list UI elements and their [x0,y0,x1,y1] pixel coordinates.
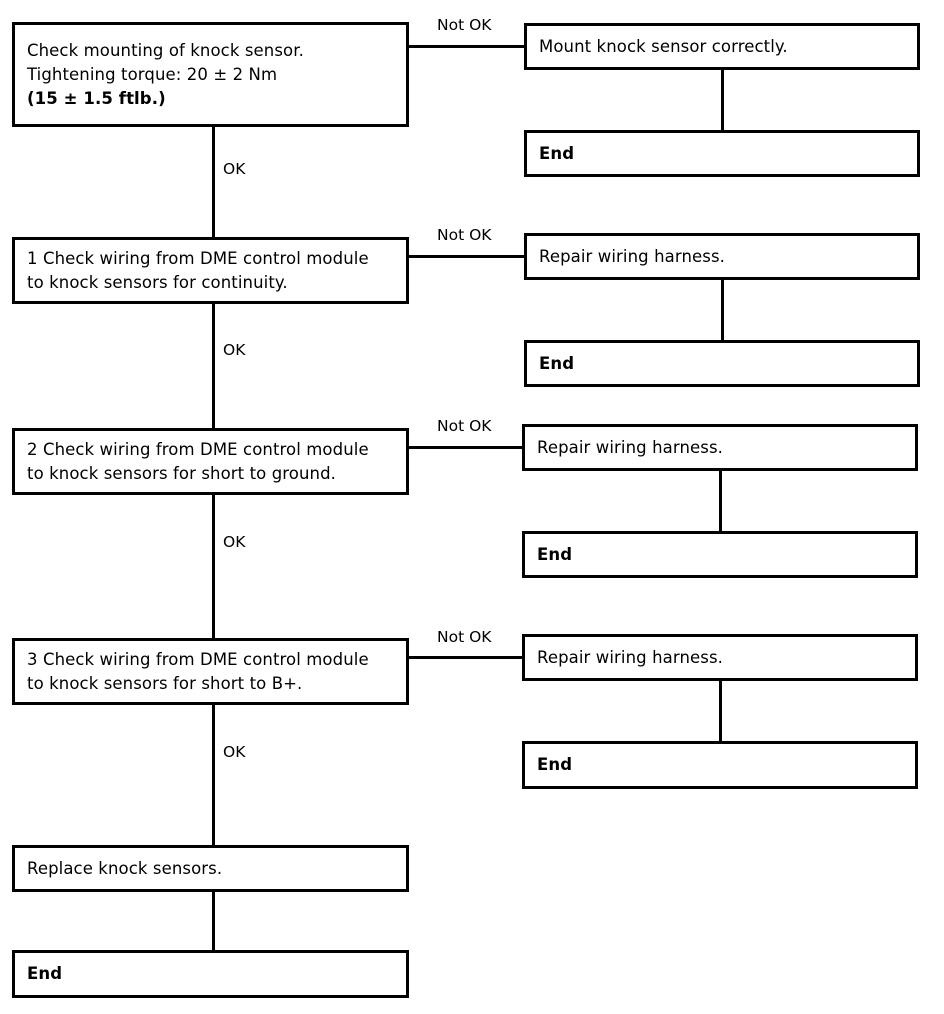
end-box-1[interactable]: End [524,130,920,177]
action-box-mount-sensor[interactable]: Mount knock sensor correctly. [524,23,920,70]
edge-label-ok-2: OK [223,341,246,359]
step-box-check-short-ground[interactable]: 2 Check wiring from DME control module t… [12,428,409,495]
end-box-2[interactable]: End [524,340,920,387]
edge-label-not-ok-2: Not OK [437,226,492,244]
step-box-check-continuity[interactable]: 1 Check wiring from DME control module t… [12,237,409,304]
edge-label-ok-3: OK [223,533,246,551]
step-text-line: Tightening torque: 20 ± 2 Nm [27,63,394,87]
step-text-line: to knock sensors for short to B+. [27,673,303,693]
edge-label-ok-1: OK [223,160,246,178]
action-text: Repair wiring harness. [539,246,726,266]
end-box-4[interactable]: End [522,741,918,789]
end-box-final[interactable]: End [12,950,409,998]
connector-to-end-4 [719,681,722,741]
connector-not-ok-3 [409,446,524,449]
step-text-line: Check mounting of knock sensor. [27,40,304,60]
action-text: Repair wiring harness. [537,437,724,457]
torque-value-nm: 20 ± 2 Nm [186,64,278,84]
connector-ok-3 [212,495,215,638]
connector-not-ok-2 [409,255,524,258]
connector-to-end-final [212,892,215,950]
connector-not-ok-4 [409,656,522,659]
connector-to-end-2 [721,280,724,340]
end-label: End [537,544,573,564]
torque-value-ftlb: (15 ± 1.5 ftlb.) [27,88,166,108]
end-label: End [27,964,63,983]
action-box-replace-sensors[interactable]: Replace knock sensors. [12,845,409,892]
step-text-line: to knock sensors for continuity. [27,272,288,292]
step-text-line: to knock sensors for short to ground. [27,463,337,483]
step-text-line: 3 Check wiring from DME control module [27,649,369,669]
action-box-repair-harness-3[interactable]: Repair wiring harness. [522,634,918,681]
end-label: End [537,755,573,774]
edge-label-not-ok-4: Not OK [437,628,492,646]
connector-to-end-1 [721,70,724,130]
connector-not-ok-1 [409,45,524,48]
step-box-check-short-bplus[interactable]: 3 Check wiring from DME control module t… [12,638,409,705]
connector-to-end-3 [719,471,722,531]
end-box-3[interactable]: End [522,531,918,578]
edge-label-ok-4: OK [223,743,246,761]
end-label: End [539,143,575,163]
action-box-repair-harness-2[interactable]: Repair wiring harness. [522,424,918,471]
step-text-line: 1 Check wiring from DME control module [27,248,369,268]
step-text-line: 2 Check wiring from DME control module [27,439,369,459]
end-label: End [539,353,575,373]
torque-label: Tightening torque: [27,64,187,84]
action-text: Repair wiring harness. [537,647,724,667]
edge-label-not-ok-1: Not OK [437,16,492,34]
connector-ok-1 [212,127,215,237]
action-box-repair-harness-1[interactable]: Repair wiring harness. [524,233,920,280]
step-box-check-mounting[interactable]: Check mounting of knock sensor. Tighteni… [12,22,409,127]
connector-ok-4 [212,705,215,845]
action-text: Mount knock sensor correctly. [539,36,788,56]
action-text: Replace knock sensors. [27,858,223,878]
edge-label-not-ok-3: Not OK [437,417,492,435]
connector-ok-2 [212,304,215,428]
